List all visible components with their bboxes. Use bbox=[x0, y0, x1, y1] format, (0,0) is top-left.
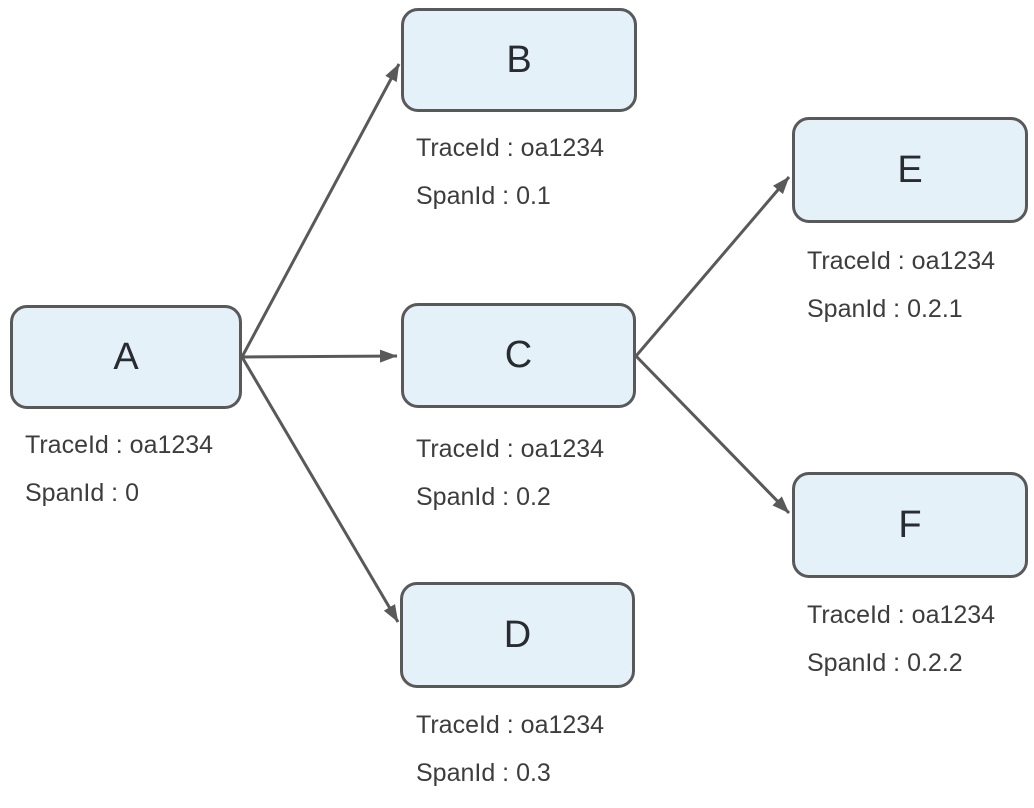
node-F-span-id-line: SpanId : 0.2.2 bbox=[807, 649, 963, 677]
node-B-trace-id-line: TraceId : oa1234 bbox=[416, 134, 605, 162]
edge-A-D bbox=[240, 356, 400, 623]
node-B-span-id-line: SpanId : 0.1 bbox=[416, 182, 551, 210]
node-F-label: F bbox=[898, 503, 922, 546]
node-B: B bbox=[401, 8, 637, 112]
node-A-trace-id-line: TraceId : oa1234 bbox=[25, 431, 214, 459]
node-A-meta: TraceId : oa1234 SpanId : 0 bbox=[25, 421, 213, 517]
node-E-trace-id-line: TraceId : oa1234 bbox=[807, 247, 996, 275]
edge-A-C bbox=[241, 349, 398, 363]
node-C-meta: TraceId : oa1234 SpanId : 0.2 bbox=[416, 425, 604, 521]
node-E: E bbox=[792, 117, 1028, 223]
node-A-label: A bbox=[113, 335, 139, 378]
node-B-meta: TraceId : oa1234 SpanId : 0.1 bbox=[416, 124, 604, 220]
node-B-label: B bbox=[506, 38, 532, 81]
node-D: D bbox=[400, 582, 635, 688]
node-F: F bbox=[792, 472, 1028, 578]
node-D-meta: TraceId : oa1234 SpanId : 0.3 bbox=[416, 701, 604, 797]
node-A-span-id-line: SpanId : 0 bbox=[25, 479, 139, 507]
node-C: C bbox=[401, 303, 636, 408]
edge-A-B bbox=[240, 63, 401, 358]
edge-C-F bbox=[634, 354, 791, 515]
node-C-label: C bbox=[504, 334, 533, 376]
node-D-label: D bbox=[503, 613, 532, 656]
node-E-span-id-line: SpanId : 0.2.1 bbox=[807, 295, 963, 323]
node-D-trace-id-line: TraceId : oa1234 bbox=[416, 711, 605, 739]
node-F-meta: TraceId : oa1234 SpanId : 0.2.2 bbox=[807, 591, 995, 687]
edge-C-E bbox=[634, 176, 791, 357]
node-A: A bbox=[10, 305, 242, 409]
node-E-meta: TraceId : oa1234 SpanId : 0.2.1 bbox=[807, 237, 995, 333]
node-F-trace-id-line: TraceId : oa1234 bbox=[807, 601, 996, 629]
node-D-span-id-line: SpanId : 0.3 bbox=[416, 759, 551, 787]
node-C-span-id-line: SpanId : 0.2 bbox=[416, 483, 551, 511]
node-C-trace-id-line: TraceId : oa1234 bbox=[416, 435, 605, 463]
node-E-label: E bbox=[897, 148, 923, 191]
